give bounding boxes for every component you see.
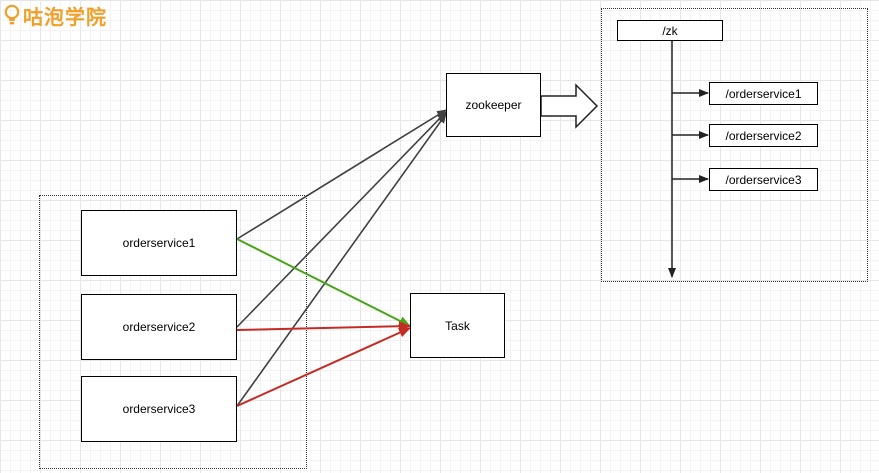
zk-child-label-1: /orderservice1 <box>725 86 802 101</box>
orderservice3-label: orderservice3 <box>122 402 196 416</box>
zk-root-node[interactable]: /zk <box>617 20 723 41</box>
orderservice2-label: orderservice2 <box>122 320 196 334</box>
orderservice2-node[interactable]: orderservice2 <box>81 294 237 360</box>
zk-root-label: /zk <box>662 23 678 38</box>
zk-child-label-2: /orderservice2 <box>725 128 802 143</box>
zookeeper-label: zookeeper <box>465 98 522 112</box>
orderservice1-node[interactable]: orderservice1 <box>81 210 237 276</box>
task-label: Task <box>445 318 470 333</box>
task-node[interactable]: Task <box>410 293 505 358</box>
service1-to-task-arrow <box>236 238 411 327</box>
zk-tree-group <box>601 8 868 282</box>
zk-child-orderservice2[interactable]: /orderservice2 <box>709 124 818 147</box>
service3-to-zookeeper-arrow <box>236 113 447 407</box>
service2-to-task-arrow <box>236 321 411 332</box>
zk-child-orderservice1[interactable]: /orderservice1 <box>709 82 818 105</box>
orderservice3-node[interactable]: orderservice3 <box>81 376 237 442</box>
zookeeper-to-tree-arrow <box>540 83 599 129</box>
zookeeper-node[interactable]: zookeeper <box>446 73 541 137</box>
order-services-group <box>39 195 307 469</box>
service1-to-zookeeper-arrow <box>236 109 447 240</box>
service2-to-zookeeper-arrow <box>236 111 447 328</box>
orderservice1-label: orderservice1 <box>122 236 196 250</box>
zk-child-label-3: /orderservice3 <box>725 172 802 187</box>
zk-child-orderservice3[interactable]: /orderservice3 <box>709 168 818 191</box>
brand-logo: 咕泡学院 <box>4 2 107 29</box>
brand-name: 咕泡学院 <box>23 4 107 29</box>
lightbulb-icon <box>4 4 20 26</box>
service3-to-task-arrow <box>236 327 411 407</box>
